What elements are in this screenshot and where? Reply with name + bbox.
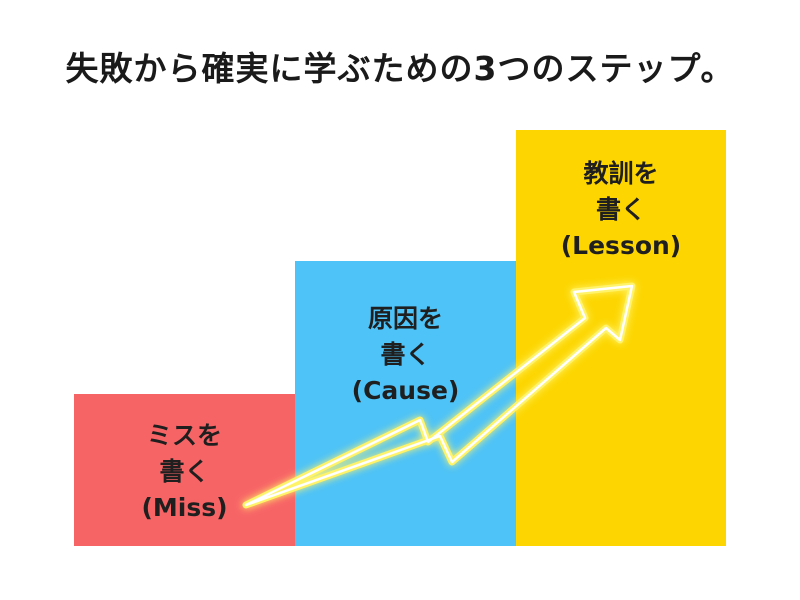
page-title: 失敗から確実に学ぶための3つのステップ。: [65, 49, 735, 88]
step-lesson-line3: (Lesson): [560, 231, 682, 260]
step-cause: 原因を 書く (Cause): [295, 261, 516, 546]
step-lesson-line1: 教訓を: [583, 159, 659, 188]
step-cause-line3: (Cause): [351, 376, 460, 405]
step-cause-line2: 書く: [380, 340, 431, 369]
step-miss-line2: 書く: [159, 457, 210, 486]
step-lesson: 教訓を 書く (Lesson): [516, 130, 726, 546]
step-miss-line3: (Miss): [141, 493, 228, 522]
step-miss-label: ミスを 書く (Miss): [141, 418, 227, 526]
step-lesson-label: 教訓を 書く (Lesson): [561, 156, 681, 264]
step-lesson-line2: 書く: [595, 195, 646, 224]
step-cause-line1: 原因を: [367, 304, 443, 333]
step-miss-line1: ミスを: [146, 421, 222, 450]
step-miss: ミスを 書く (Miss): [74, 394, 295, 546]
step-cause-label: 原因を 書く (Cause): [352, 301, 460, 409]
